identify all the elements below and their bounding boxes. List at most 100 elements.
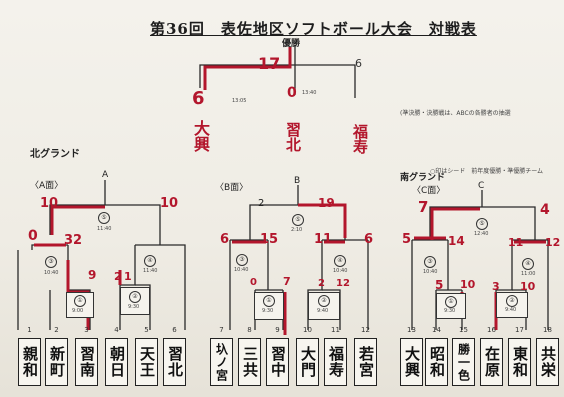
team-number: 7 bbox=[219, 326, 224, 334]
final-winner-mid: 習北 bbox=[284, 122, 302, 152]
team-box: 新町 bbox=[45, 338, 68, 386]
block-b-title: 〈B面〉 bbox=[215, 183, 249, 193]
team-box: 勝一色 bbox=[452, 338, 475, 386]
team-number: 10 bbox=[303, 326, 312, 334]
block-c-round-4: ④ bbox=[522, 258, 534, 270]
block-a-time-1: 9:00 bbox=[72, 308, 84, 314]
block-c-time-1: 9:30 bbox=[444, 308, 456, 314]
block-a-top-score-right: 10 bbox=[160, 196, 179, 211]
block-c-score-5b: 5 bbox=[435, 278, 444, 292]
team-box: 三共 bbox=[238, 338, 261, 386]
block-b-score-0: 0 bbox=[250, 277, 257, 288]
team-box: 圦ノ宮 bbox=[210, 338, 233, 386]
team-box: 若宮 bbox=[354, 338, 377, 386]
block-c-top-score-left: 7 bbox=[418, 198, 429, 216]
south-ground-note: 南グランド bbox=[400, 173, 446, 183]
note-seed: ○印はシード 前年度優勝・準優勝チーム bbox=[430, 168, 544, 175]
final-time-left: 13:05 bbox=[232, 98, 247, 104]
team-box: 大門 bbox=[296, 338, 319, 386]
block-a-time-2: 9:30 bbox=[128, 304, 140, 310]
team-number: 2 bbox=[54, 326, 59, 334]
team-box: 福寿 bbox=[324, 338, 347, 386]
block-c-score-14: 14 bbox=[448, 234, 465, 248]
semi-mid-score: 0 bbox=[287, 85, 297, 101]
block-c-score-3: 3 bbox=[492, 280, 500, 293]
team-number: 6 bbox=[172, 326, 177, 334]
block-b-round-3: ③ bbox=[236, 254, 248, 266]
final-score-left: 17 bbox=[258, 54, 281, 73]
block-b-time-1: 9:30 bbox=[262, 308, 274, 314]
block-b-time-5: 2:10 bbox=[291, 227, 303, 233]
block-c-time-4: 11:00 bbox=[521, 271, 536, 277]
block-b-time-2: 9:40 bbox=[317, 308, 329, 314]
block-a-round-4: ④ bbox=[144, 255, 156, 267]
team-box: 天王 bbox=[135, 338, 158, 386]
team-number: 11 bbox=[331, 326, 340, 334]
block-c-time-2: 9:40 bbox=[505, 307, 517, 313]
block-b-score-12: 12 bbox=[336, 278, 350, 289]
block-c-round-3: ③ bbox=[424, 256, 436, 268]
block-c-round-5: ⑤ bbox=[476, 218, 488, 230]
team-number: 5 bbox=[144, 326, 149, 334]
team-box: 習中 bbox=[266, 338, 289, 386]
block-b-letter: B bbox=[294, 176, 301, 186]
block-c-score-11: 11 bbox=[508, 236, 524, 249]
team-number: 15 bbox=[459, 326, 468, 334]
block-c-time-5: 12:40 bbox=[474, 231, 489, 237]
block-a-match-2: ② 9:30 bbox=[120, 287, 150, 315]
block-a-score-9: 9 bbox=[88, 268, 97, 282]
block-b-time-3: 10:40 bbox=[234, 267, 249, 273]
team-number: 4 bbox=[114, 326, 119, 334]
team-number: 9 bbox=[275, 326, 280, 334]
team-box: 習北 bbox=[163, 338, 186, 386]
final-winner-right: 福寿 bbox=[351, 124, 369, 154]
page-title: 第36回 表佐地区ソフトボール大会 対戦表 bbox=[150, 20, 477, 38]
block-b-round-1: ① bbox=[263, 295, 275, 307]
final-score-right: 6 bbox=[355, 57, 362, 70]
team-box: 大興 bbox=[400, 338, 423, 386]
block-b-round-5: ⑤ bbox=[292, 214, 304, 226]
block-c-round-1: ① bbox=[445, 296, 457, 308]
team-box: 昭和 bbox=[425, 338, 448, 386]
final-time-right: 13:40 bbox=[302, 90, 317, 96]
block-b-score-6b: 6 bbox=[364, 232, 374, 247]
block-c-round-2: ② bbox=[506, 295, 518, 307]
block-a-score-32: 32 bbox=[64, 233, 83, 248]
team-number: 14 bbox=[432, 326, 441, 334]
block-b-score-15: 15 bbox=[260, 232, 279, 247]
team-box: 在原 bbox=[480, 338, 503, 386]
block-c-score-5: 5 bbox=[402, 232, 412, 247]
block-b-round-4: ④ bbox=[334, 255, 346, 267]
team-number: 18 bbox=[543, 326, 552, 334]
team-box: 共栄 bbox=[536, 338, 559, 386]
block-a-time-4: 11:40 bbox=[143, 268, 158, 274]
block-a-match-1: ① 9:00 bbox=[66, 292, 94, 318]
team-number: 1 bbox=[27, 326, 32, 334]
block-a-time-3: 10:40 bbox=[44, 270, 59, 276]
block-b-top-score-right: 19 bbox=[318, 196, 335, 210]
team-number: 13 bbox=[407, 326, 416, 334]
block-b-score-6: 6 bbox=[220, 232, 230, 247]
block-b-match-2: ② 9:40 bbox=[308, 292, 340, 320]
final-winner-left: 大興 bbox=[191, 120, 210, 152]
block-c-score-12: 12 bbox=[545, 236, 561, 249]
block-a-round-3: ③ bbox=[45, 256, 57, 268]
block-a-top-score-left: 10 bbox=[40, 196, 59, 211]
note-semifinal: (準決勝・決勝戦は、ABCの各勝者の抽選 bbox=[400, 110, 511, 117]
semi-left-score: 6 bbox=[192, 88, 205, 109]
team-number: 8 bbox=[247, 326, 252, 334]
block-b-score-2: 2 bbox=[318, 278, 325, 289]
team-box: 習南 bbox=[75, 338, 98, 386]
block-a-title: 〈A面〉 bbox=[30, 181, 64, 191]
team-box: 朝日 bbox=[105, 338, 128, 386]
block-a-score-2: 2 bbox=[114, 270, 122, 283]
block-b-score-7: 7 bbox=[283, 275, 291, 288]
block-c-title: 〈C面〉 bbox=[412, 186, 446, 196]
block-c-time-3: 10:40 bbox=[423, 269, 438, 275]
team-number: 17 bbox=[515, 326, 524, 334]
block-c-match-2: ② 9:40 bbox=[496, 292, 528, 318]
block-a-round-5: ⑤ bbox=[98, 212, 110, 224]
block-b-time-4: 10:40 bbox=[333, 268, 348, 274]
